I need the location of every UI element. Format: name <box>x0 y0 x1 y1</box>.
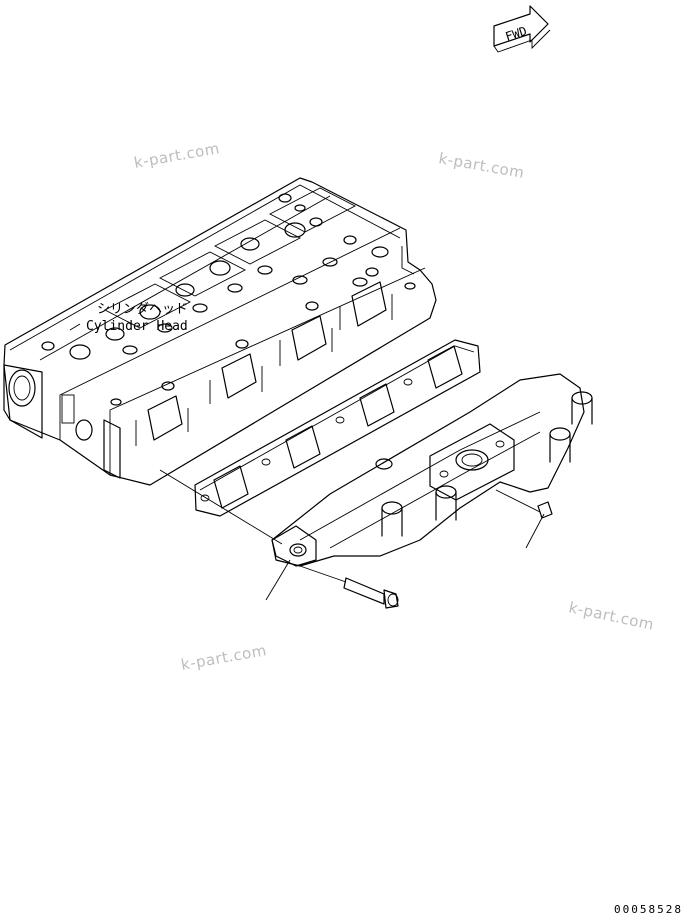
leader-line <box>525 513 545 549</box>
cylinder-head-drawing <box>3 177 437 486</box>
leader-line <box>265 559 291 601</box>
cylinder-head-label-en: Cylinder Head <box>86 319 188 334</box>
stud-drawing <box>495 489 553 519</box>
watermark: k-part.com <box>567 598 656 634</box>
leader-line <box>299 565 347 583</box>
watermark: k-part.com <box>437 149 525 182</box>
bolt-drawing <box>343 577 399 609</box>
watermark: k-part.com <box>133 139 221 172</box>
fwd-text: FWD <box>504 24 529 44</box>
cylinder-head-leader-line <box>69 323 81 331</box>
document-number: 00058528 <box>614 903 683 915</box>
manifold-gasket-drawing <box>194 339 481 517</box>
leader-line <box>159 469 283 545</box>
forward-arrow-icon: FWD <box>493 5 551 53</box>
cylinder-head-label-jp: シリンダヘッド <box>97 302 188 317</box>
watermark: k-part.com <box>180 641 268 674</box>
exhaust-manifold-drawing <box>271 373 593 567</box>
